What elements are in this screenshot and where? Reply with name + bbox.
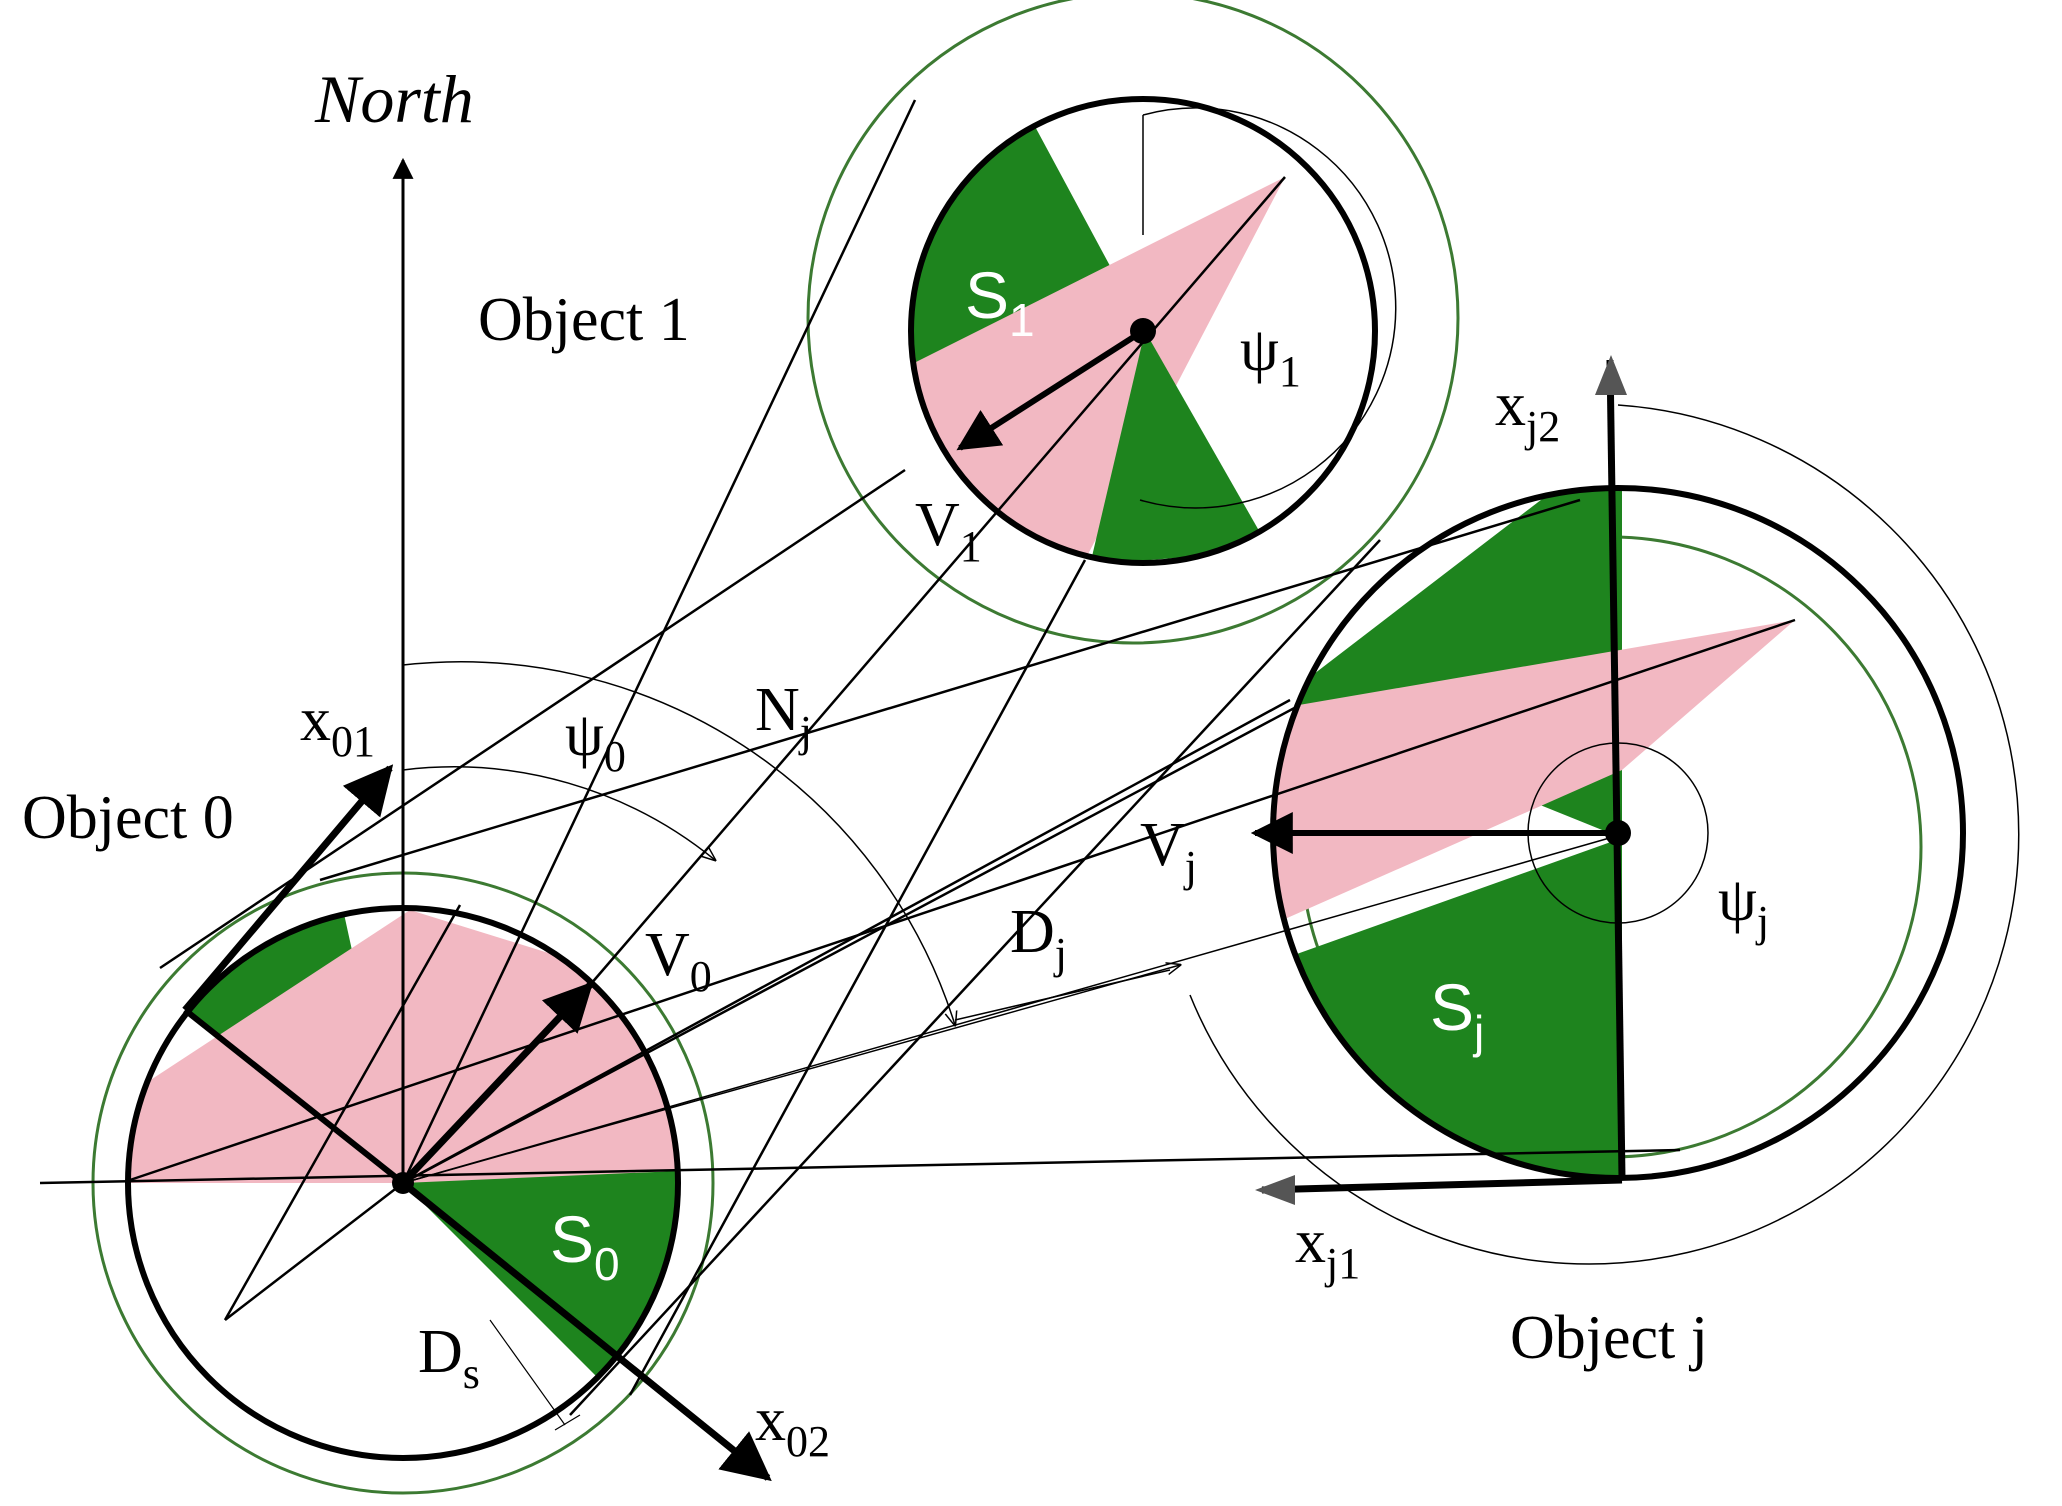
north-label: North (314, 61, 474, 137)
dj-line (402, 965, 1180, 1184)
v0-vector (400, 981, 594, 1186)
psi0-arc (402, 766, 715, 860)
psi1-label: ψ1 (1240, 316, 1301, 396)
horizontal-baseline (39, 1148, 1681, 1185)
psij-label: ψj (1718, 866, 1769, 946)
ds-label: Ds (418, 1318, 480, 1398)
tangent-objectj-lower (569, 539, 1381, 1416)
x01-axis-arrow (182, 764, 394, 1013)
object-j-center (1605, 820, 1631, 846)
s1-label: S1 (965, 258, 1035, 346)
object-0-label: Object 0 (22, 784, 234, 852)
s0-label: S0 (550, 1202, 620, 1290)
ds-tick (554, 1414, 581, 1431)
vj-label: Vj (1140, 811, 1197, 891)
psi1-arc (1139, 107, 1397, 509)
x01-label: x01 (300, 686, 375, 766)
line-to-objectj-lower (402, 834, 1621, 1184)
tail-line-1 (224, 1182, 404, 1321)
tail-line-2 (223, 904, 462, 1321)
xj1-arrowhead (1255, 1175, 1295, 1205)
tangent-object0-top (159, 468, 906, 970)
dj-label: Dj (1010, 898, 1067, 978)
sector-s0-pink (128, 910, 678, 1183)
xj2-axis-arrow (1606, 359, 1626, 1179)
xj2-label: xj2 (1495, 371, 1560, 451)
v1-label: V1 (915, 491, 982, 571)
psi0-label: ψ0 (565, 701, 626, 781)
xj1-label: xj1 (1295, 1208, 1360, 1288)
v0-label: V0 (645, 921, 712, 1001)
object-j-outer-arc (1189, 404, 2020, 1265)
tangent-object1-left (401, 99, 917, 1184)
labels: North Object 0 Object 1 Object j S0 S1 S… (22, 61, 1769, 1466)
object-1-center (1130, 318, 1156, 344)
object-1 (806, 0, 1460, 645)
pink-edge-upper (129, 618, 1796, 1182)
xj2-arrowhead (1595, 355, 1627, 395)
nj-arc (402, 661, 955, 1025)
object-0-radial (183, 1007, 405, 1186)
sj-label: Sj (1430, 970, 1484, 1058)
v1-vector (956, 328, 1145, 451)
x02-axis-arrow (400, 1180, 772, 1482)
nj-label: Nj (755, 676, 812, 756)
object-1-safety-ring (806, 0, 1460, 645)
x02-label: x02 (755, 1386, 830, 1466)
tangent-objectj-upper (319, 498, 1581, 882)
sector-sj-pink (1273, 620, 1795, 930)
angle-arcs (402, 661, 1180, 1184)
tangent-object1-right (628, 559, 1087, 1396)
ds-line (489, 1319, 566, 1426)
line-to-objectj-mid (402, 703, 1301, 1185)
object-j-label: Object j (1510, 1304, 1708, 1372)
object-1-label: Object 1 (478, 286, 690, 354)
xj1-axis-arrow (1261, 1176, 1623, 1194)
object-1-circle (908, 96, 1378, 566)
line-to-objectj-upper (402, 698, 1291, 1185)
sector-s0-green-lower (403, 1170, 678, 1380)
